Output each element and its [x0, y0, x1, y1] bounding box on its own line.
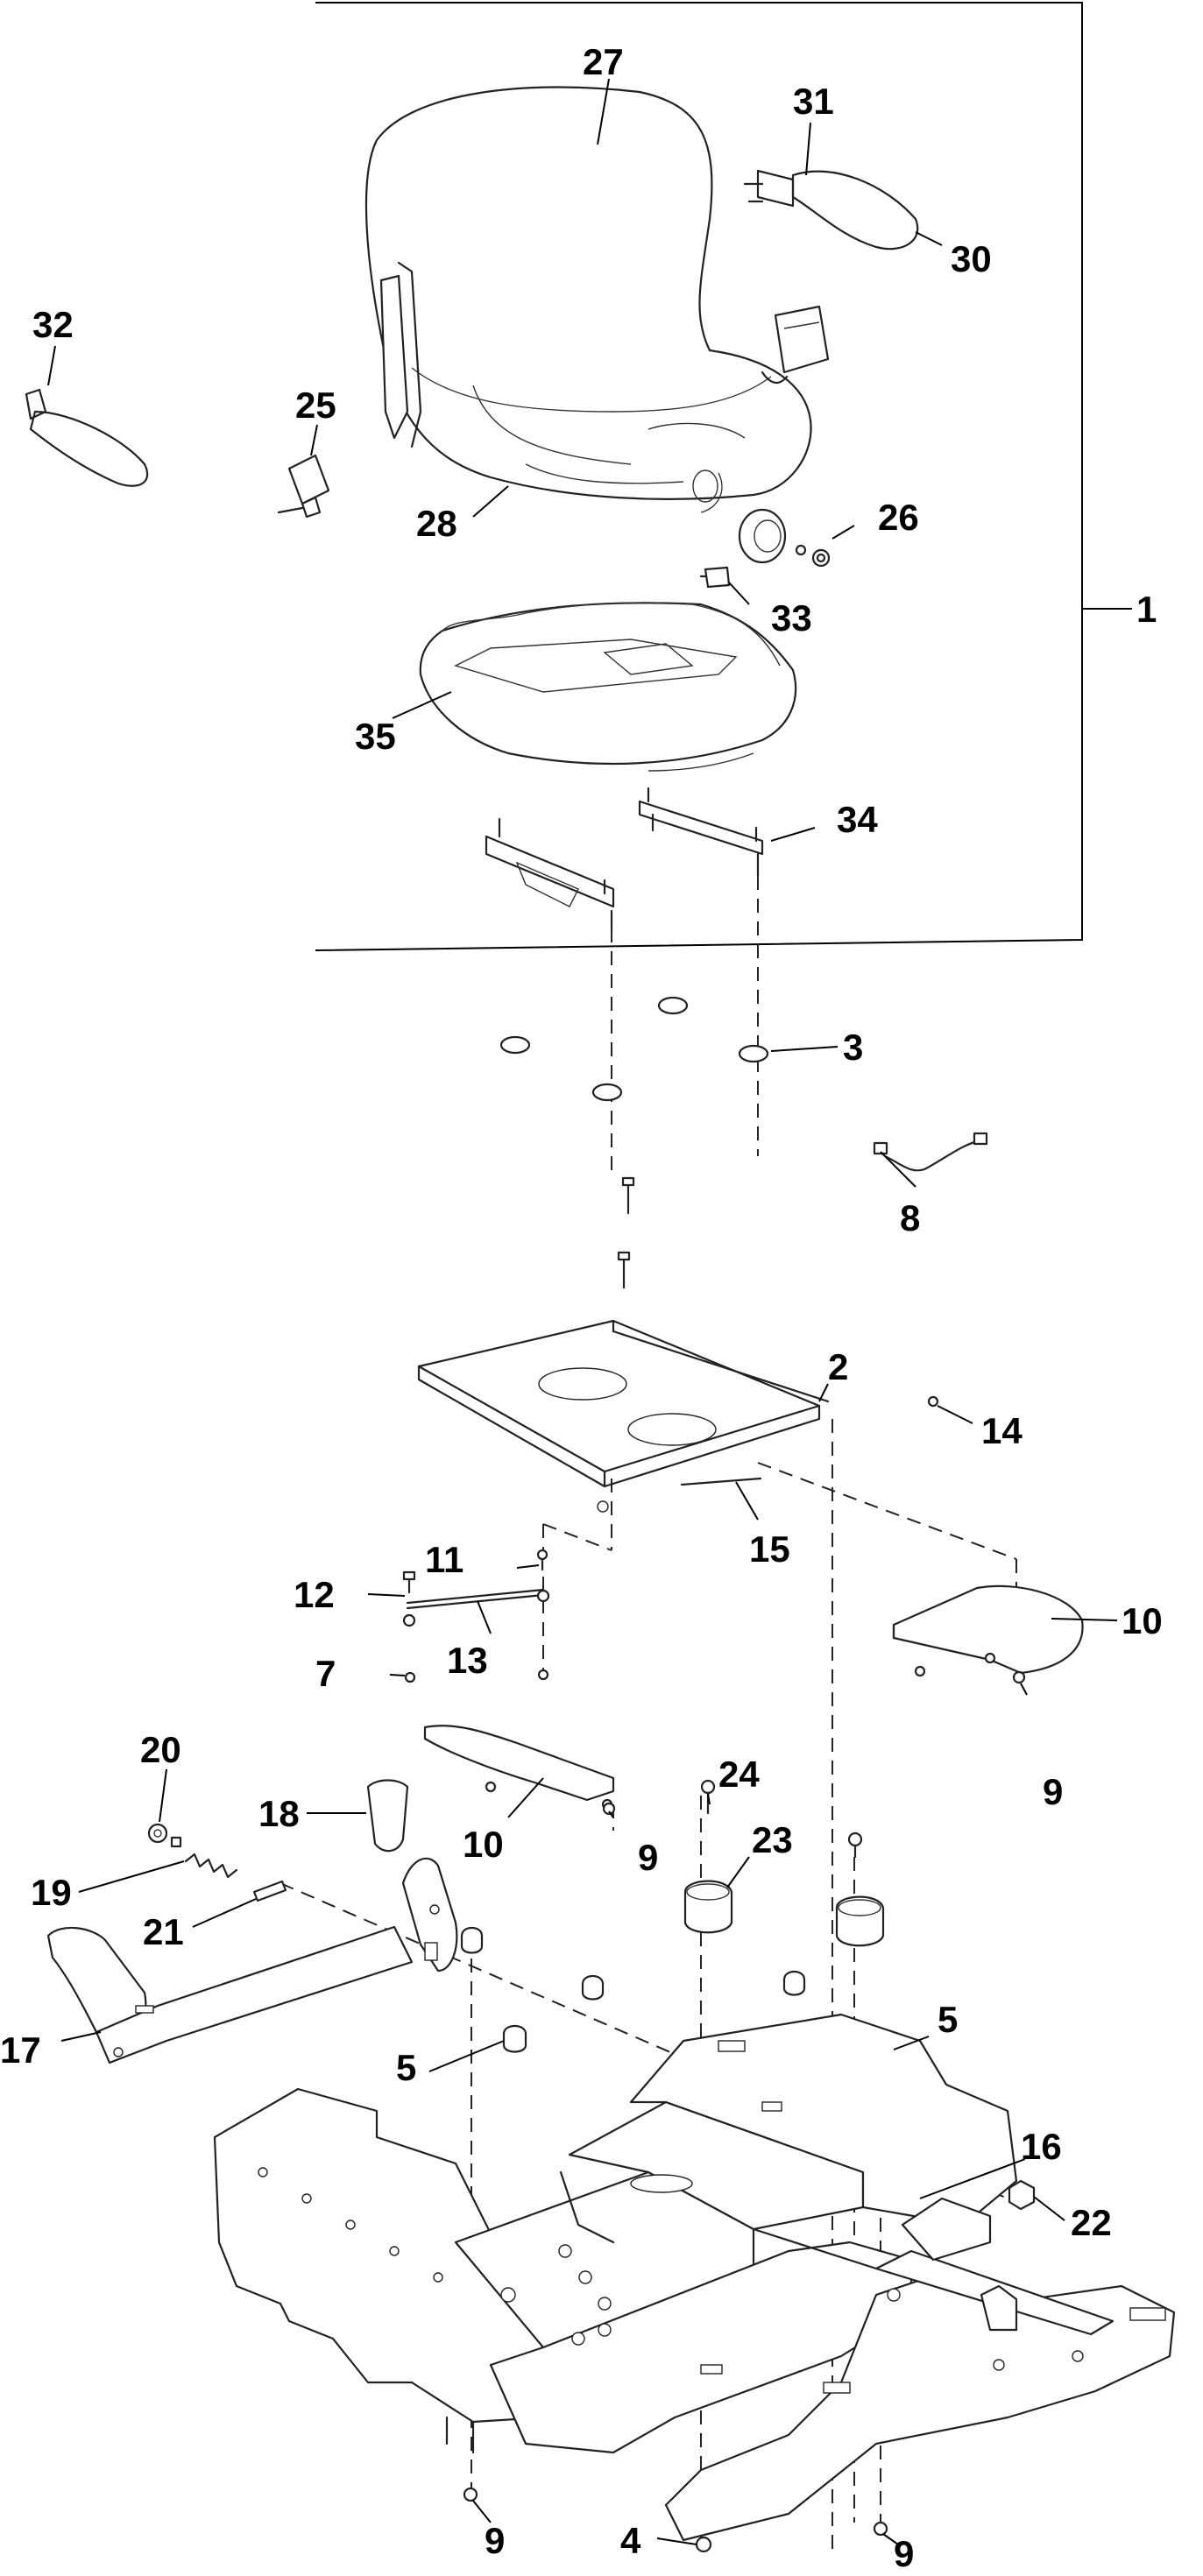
seat-assembly-bracket [315, 2, 1132, 951]
callout-20: 20 [140, 1729, 181, 1770]
callout-leaders [47, 78, 1118, 2545]
callout-30: 30 [951, 238, 992, 279]
callout-14: 14 [981, 1410, 1023, 1451]
callout-10-right: 10 [1122, 1600, 1163, 1641]
callout-11: 11 [425, 1539, 464, 1580]
seat-cushion [364, 86, 812, 513]
callout-31: 31 [793, 81, 834, 122]
armrest-right [743, 169, 919, 251]
callout-24: 24 [718, 1754, 760, 1795]
adjustment-knob [738, 508, 831, 568]
main-frame [213, 2013, 1176, 2542]
callout-26: 26 [878, 497, 919, 538]
spring-and-fasteners [147, 1823, 287, 1902]
callout-19: 19 [31, 1872, 72, 1913]
callout-16: 16 [1021, 2126, 1062, 2167]
callout-9-right: 9 [1043, 1771, 1063, 1812]
wire-harness [873, 1132, 988, 1172]
seat-switch [699, 566, 731, 589]
callout-32: 32 [32, 304, 74, 345]
callout-23: 23 [752, 1819, 793, 1860]
callout-4: 4 [620, 2520, 641, 2561]
callout-7: 7 [315, 1653, 336, 1694]
callout-33: 33 [771, 597, 812, 639]
armrest-left [25, 388, 149, 487]
callout-10-left: 10 [463, 1824, 504, 1865]
callout-13: 13 [447, 1640, 488, 1681]
callout-15: 15 [749, 1528, 790, 1570]
shield-plate-left [423, 1725, 615, 1810]
seat-slide-rail-left [485, 817, 615, 930]
seat-pan [419, 602, 797, 772]
callout-8: 8 [900, 1197, 920, 1239]
flange-nut [1008, 2179, 1036, 2211]
callout-3: 3 [843, 1027, 863, 1068]
callout-labels: 1 2 3 4 5 5 7 8 9 9 9 9 10 10 11 12 13 1… [0, 41, 1163, 2574]
callout-9-bottom-right: 9 [894, 2533, 914, 2572]
callout-1: 1 [1136, 589, 1157, 630]
callout-5-right: 5 [938, 1999, 958, 2040]
callout-25: 25 [295, 385, 336, 426]
callout-35: 35 [355, 716, 396, 757]
seat-belt-buckle [277, 454, 330, 519]
lift-lever [46, 1857, 458, 2064]
callout-22: 22 [1071, 2202, 1112, 2243]
callout-27: 27 [583, 41, 624, 82]
bushings [683, 1880, 885, 1947]
callout-9-bottom-left: 9 [485, 2520, 505, 2561]
pin [927, 1395, 939, 1408]
callout-17: 17 [0, 2029, 41, 2071]
rubber-isolators [499, 996, 769, 1102]
shield-plate-right [892, 1584, 1084, 1677]
callout-2: 2 [828, 1346, 848, 1387]
bolts [402, 1176, 863, 1859]
callout-18: 18 [258, 1793, 300, 1834]
callout-12: 12 [294, 1574, 335, 1615]
handle-grip [366, 1779, 409, 1853]
seat-mounting-plate [417, 1319, 830, 1513]
callout-21: 21 [143, 1911, 184, 1952]
callout-28: 28 [416, 503, 457, 544]
seat-belt-retractor [761, 305, 830, 384]
hex-nuts [463, 1670, 1026, 2553]
callout-5-left: 5 [396, 2047, 416, 2088]
callout-34: 34 [837, 799, 878, 840]
tie-rod [402, 1588, 550, 1683]
seat-slide-rail-right [638, 787, 764, 878]
callout-9-mid: 9 [638, 1837, 658, 1878]
